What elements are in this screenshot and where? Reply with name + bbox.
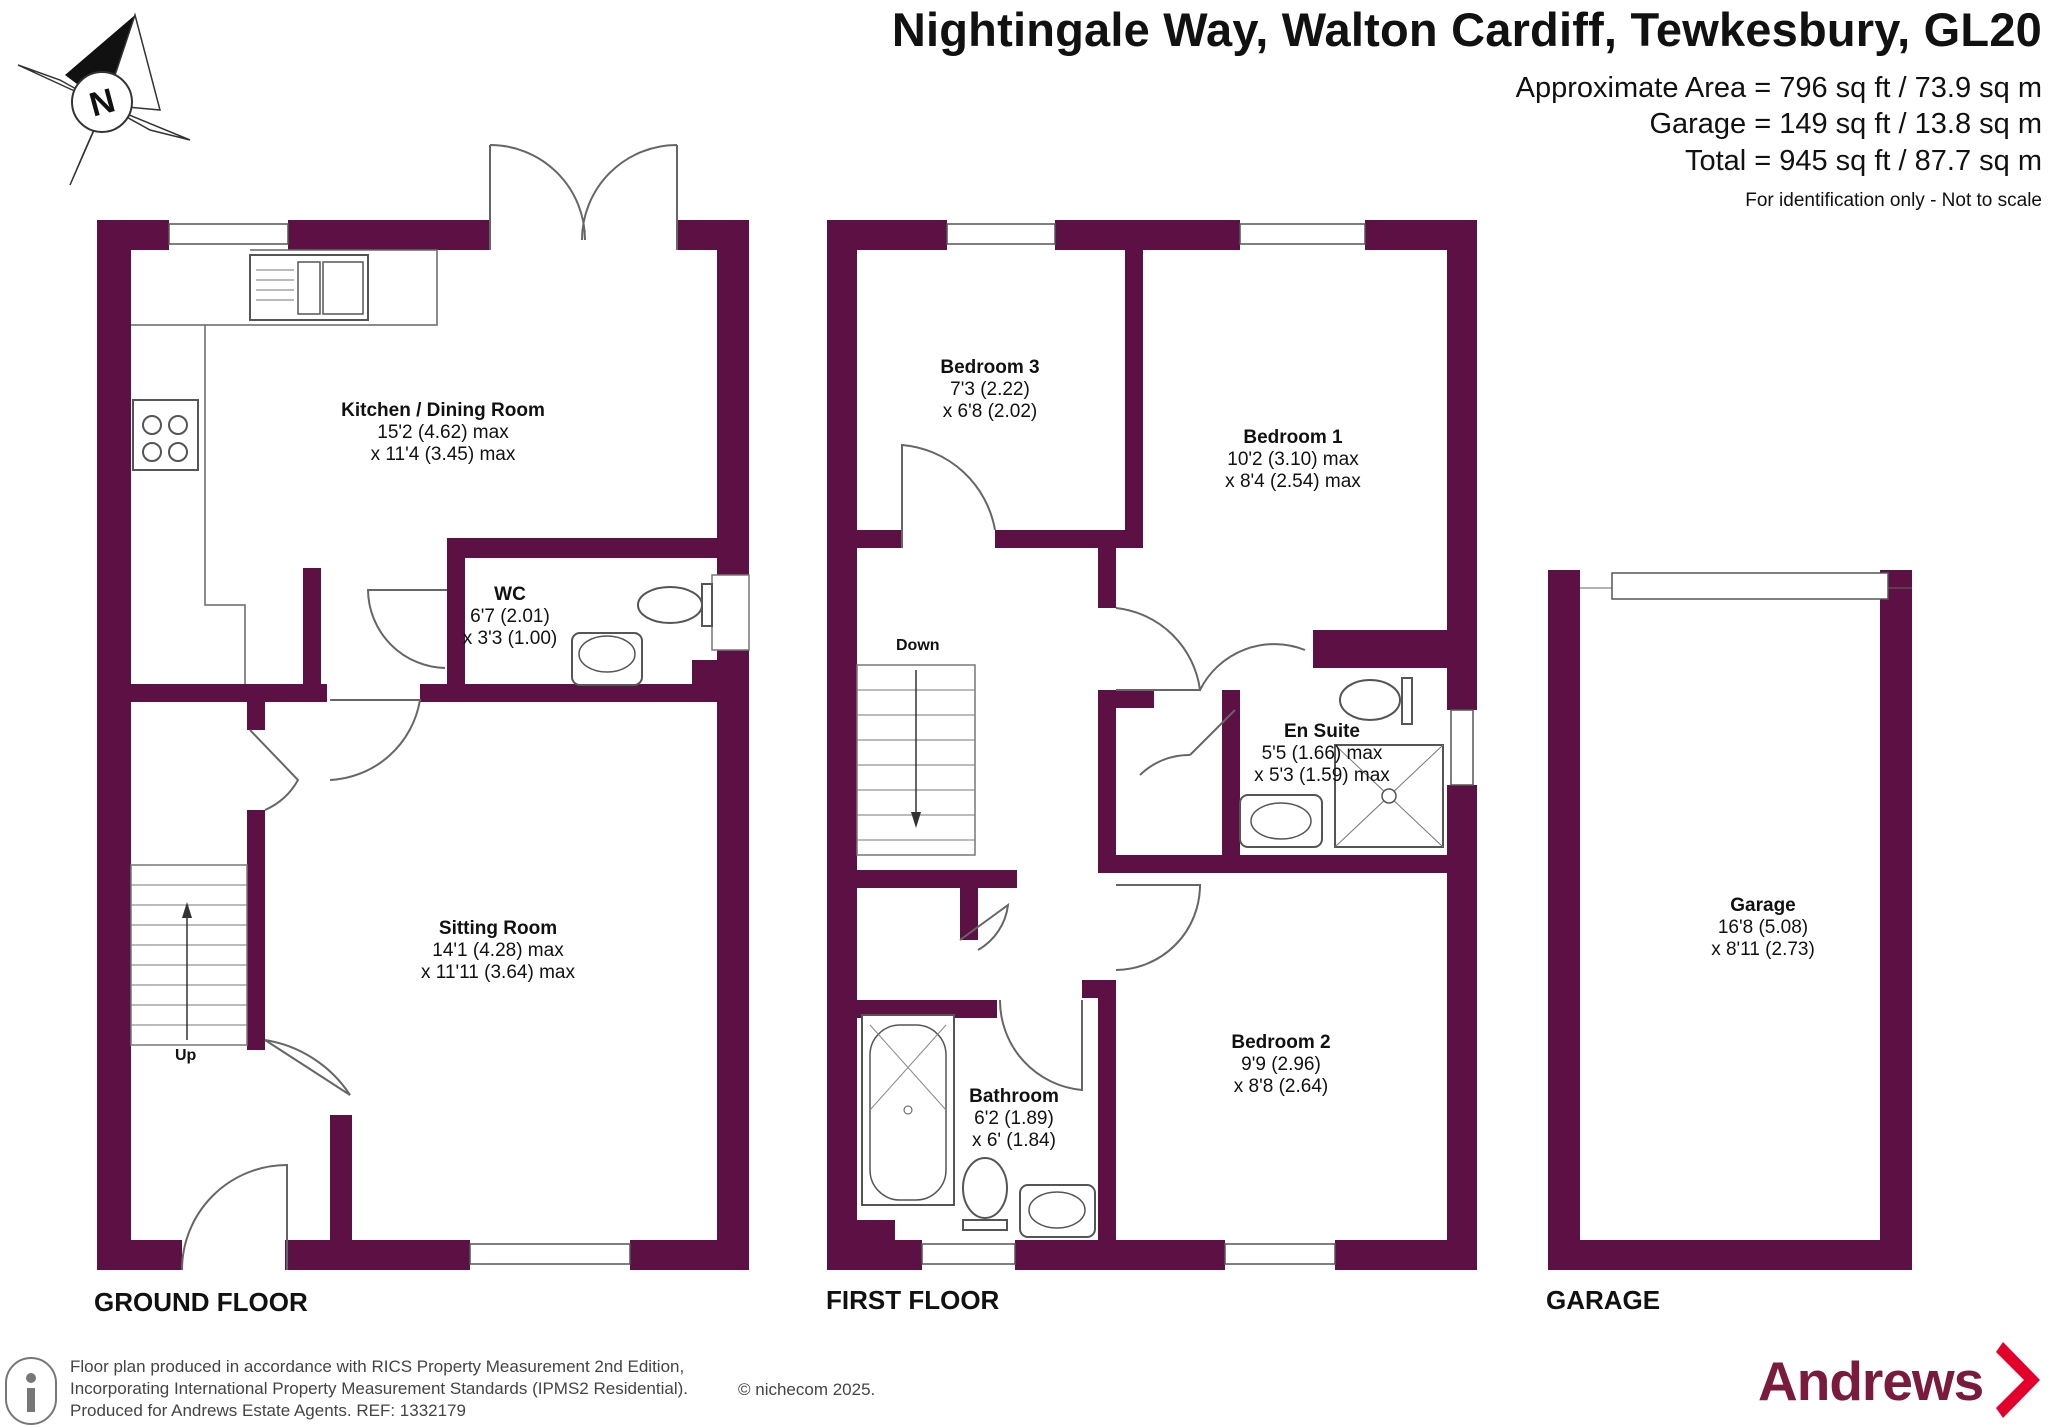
room-dimension: x 3'3 (1.00) (462, 628, 558, 649)
room-dimension: x 6' (1.84) (972, 1130, 1056, 1151)
room-dimension: 7'3 (2.22) (950, 379, 1030, 400)
room-dimension: 14'1 (4.28) max (432, 940, 564, 961)
stairs-down-label: Down (896, 637, 940, 654)
andrews-logo: Andrews (1758, 1350, 1984, 1412)
room-dimension: 16'8 (5.08) (1717, 917, 1809, 938)
room-dimension: 10'2 (3.10) max (1227, 449, 1359, 470)
stairs-up-label: Up (175, 1047, 197, 1064)
room-dimension: 6'2 (1.89) (974, 1108, 1054, 1129)
property-address-title: Nightingale Way, Walton Cardiff, Tewkesb… (891, 3, 2042, 56)
copyright-notice: © nichecom 2025. (738, 1380, 876, 1399)
room-dimension: x 11'4 (3.45) max (370, 444, 516, 465)
compass-icon: N (17, 12, 191, 186)
accessibility-info-icon (5, 1357, 57, 1425)
garage-heading: GARAGE (1546, 1285, 1661, 1315)
room-dimension: 15'2 (4.62) max (377, 422, 509, 443)
not-to-scale-disclaimer: For identification only - Not to scale (1745, 190, 2042, 211)
brand-chevron-icon (1996, 1342, 2040, 1418)
footer-notes: Floor plan produced in accordance with R… (70, 1356, 688, 1422)
room-label-bedroom-1: Bedroom 1 10'2 (3.10) max x 8'4 (2.54) m… (1225, 427, 1361, 493)
room-label-en-suite: En Suite 5'5 (1.66) max x 5'3 (1.59) max (1254, 721, 1390, 787)
garage-area: Garage = 149 sq ft / 13.8 sq m (1649, 108, 2042, 140)
room-name: Bedroom 2 (1231, 1032, 1331, 1053)
room-name: En Suite (1283, 721, 1361, 742)
room-label-kitchen: Kitchen / Dining Room 15'2 (4.62) max x … (341, 400, 545, 466)
room-dimension: x 8'11 (2.73) (1711, 939, 1815, 960)
room-name: Bedroom 1 (1243, 427, 1343, 448)
room-dimension: x 5'3 (1.59) max (1254, 765, 1390, 786)
room-label-bathroom: Bathroom 6'2 (1.89) x 6' (1.84) (969, 1086, 1059, 1152)
ground-floor-plan (97, 144, 750, 1271)
room-name: Kitchen / Dining Room (341, 400, 545, 421)
room-dimension: x 6'8 (2.02) (942, 401, 1038, 422)
approximate-area: Approximate Area = 796 sq ft / 73.9 sq m (1515, 72, 2042, 104)
room-dimension: 5'5 (1.66) max (1261, 743, 1383, 764)
ground-floor-heading: GROUND FLOOR (94, 1287, 308, 1317)
room-label-bedroom-2: Bedroom 2 9'9 (2.96) x 8'8 (2.64) (1231, 1032, 1330, 1098)
room-name: WC (494, 584, 526, 605)
footer-line: Produced for Andrews Estate Agents. REF:… (70, 1401, 466, 1420)
room-dimension: x 11'11 (3.64) max (421, 962, 575, 983)
first-floor-plan (827, 220, 1477, 1270)
room-name: Bathroom (969, 1086, 1059, 1107)
room-name: Garage (1730, 895, 1796, 916)
first-floor-heading: FIRST FLOOR (826, 1285, 1000, 1315)
room-dimension: 6'7 (2.01) (470, 606, 550, 627)
room-dimension: 9'9 (2.96) (1241, 1054, 1321, 1075)
room-dimension: x 8'4 (2.54) max (1225, 471, 1361, 492)
total-area: Total = 945 sq ft / 87.7 sq m (1684, 145, 2042, 177)
footer-line: Floor plan produced in accordance with R… (70, 1357, 685, 1376)
room-name: Bedroom 3 (940, 357, 1040, 378)
footer-line: Incorporating International Property Mea… (70, 1379, 688, 1398)
room-dimension: x 8'8 (2.64) (1233, 1076, 1329, 1097)
room-name: Sitting Room (438, 918, 558, 939)
room-label-garage: Garage 16'8 (5.08) x 8'11 (2.73) (1711, 895, 1815, 961)
room-label-bedroom-3: Bedroom 3 7'3 (2.22) x 6'8 (2.02) (940, 357, 1039, 423)
room-label-sitting-room: Sitting Room 14'1 (4.28) max x 11'11 (3.… (421, 918, 575, 984)
garage-plan (1548, 570, 1912, 1270)
room-label-wc: WC 6'7 (2.01) x 3'3 (1.00) (463, 584, 557, 650)
